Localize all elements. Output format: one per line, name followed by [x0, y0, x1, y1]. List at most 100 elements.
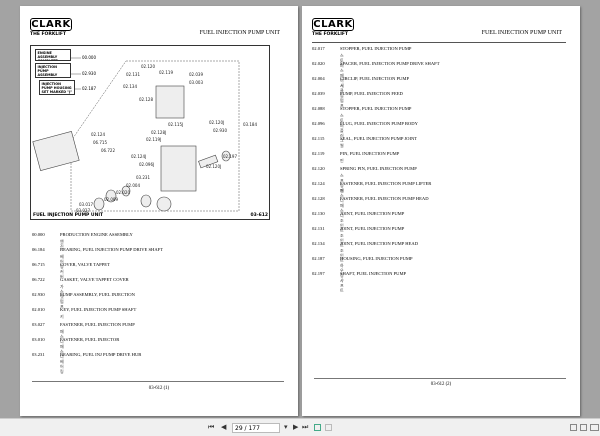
- part-description: FASTENER, FUEL INJECTION PUMP: [60, 322, 135, 327]
- page-number-input[interactable]: 29 / 177: [232, 423, 280, 433]
- part-number: 02.124: [312, 181, 325, 186]
- part-korean-name: 스토퍼: [340, 53, 344, 68]
- callout: 03.003: [189, 80, 203, 85]
- part-korean-name: 서클립: [340, 83, 344, 98]
- part-description: FASTENER, FUEL INJECTOR: [60, 337, 120, 342]
- part-description: JOINT, FUEL INJECTION PUMP HEAD: [340, 241, 419, 246]
- part-description: STOPPER, FUEL INJECTION PUMP: [340, 46, 412, 51]
- part-number: 02.134: [312, 241, 325, 246]
- part-korean-name: 베어링: [60, 359, 64, 374]
- part-number: 02.004: [312, 76, 325, 81]
- callout: 03.027: [76, 208, 90, 213]
- part-korean-name: 샤프트: [340, 278, 344, 293]
- part-number: 03.010: [32, 337, 45, 342]
- continuous-view-icon[interactable]: [580, 424, 587, 431]
- part-number: 02.930: [32, 292, 45, 297]
- part-description: JOINT, FUEL INJECTION PUMP: [340, 211, 405, 216]
- part-korean-name: 베어링: [60, 254, 64, 269]
- previous-page-button[interactable]: ◀: [221, 423, 227, 431]
- legend-code: 02.187: [82, 86, 96, 91]
- part-korean-name: 조인트: [340, 218, 344, 233]
- part-number: 06.715: [32, 262, 45, 267]
- part-number: 02.088: [312, 106, 325, 111]
- part-korean-name: 패스너: [60, 344, 64, 359]
- first-page-button[interactable]: ⏮: [208, 423, 215, 431]
- callout: 06.715: [93, 140, 107, 145]
- two-page-view-icon[interactable]: [590, 424, 599, 431]
- part-description: PLUG, FUEL INJECTION PUMP BODY: [340, 121, 418, 126]
- diagram-callouts: 02.120 02.131 02.119 02.039 03.003 02.13…: [76, 64, 257, 213]
- part-korean-name: 패스너: [340, 188, 344, 203]
- part-number: 06.184: [32, 247, 45, 252]
- callout: 02.128J: [151, 130, 166, 135]
- part-korean-name: 하우징: [340, 263, 344, 278]
- viewer-toolbar: ⏮ ◀ 29 / 177 ▾ ▶ ⏭: [0, 418, 600, 436]
- callout: 02.120: [141, 64, 155, 69]
- paste-icon[interactable]: [325, 424, 332, 431]
- part-number: 02.115: [312, 136, 325, 141]
- part-description: HOUSING, FUEL INJECTION PUMP: [340, 256, 413, 261]
- page-footer: 03-612 (2): [430, 382, 452, 387]
- callout: 02.124: [91, 132, 105, 137]
- diagram-code: 03-612: [250, 213, 268, 218]
- callout: 02.119J: [146, 137, 161, 142]
- part-korean-name: 커버: [60, 269, 64, 279]
- part-korean-name: 패스너: [60, 329, 64, 344]
- footer-divider: [32, 381, 284, 382]
- part-description: SEAL, FUEL INJECTION PUMP JOINT: [340, 136, 418, 141]
- part-number: 00.000: [32, 232, 45, 237]
- callout: 02.115J: [168, 122, 183, 127]
- part-korean-name: 엔진: [60, 239, 64, 249]
- part-description: GASKET, VALVE TAPPET COVER: [60, 277, 129, 282]
- part-description: SPACER, FUEL INJECTION PUMP DRIVE SHAFT: [340, 61, 440, 66]
- callout: 02.120J: [206, 164, 221, 169]
- part-number: 02.119: [312, 151, 325, 156]
- callout: 03.184: [243, 122, 257, 127]
- header-divider: [312, 42, 566, 43]
- callout: 02.930: [213, 128, 227, 133]
- part-number: 02.096: [312, 121, 325, 126]
- part-number: 03.027: [32, 322, 45, 327]
- part-description: FASTENER, FUEL INJECTION PUMP HEAD: [340, 196, 429, 201]
- copy-icon[interactable]: [314, 424, 321, 431]
- callout: 03.231: [136, 175, 150, 180]
- single-page-view-icon[interactable]: [570, 424, 577, 431]
- callout: 02.020: [116, 190, 130, 195]
- part-description: CIRCLIP, FUEL INJECTION PUMP: [340, 76, 409, 81]
- part-korean-name: 조인트: [340, 233, 344, 248]
- part-number: 02.130: [312, 211, 325, 216]
- part-number: 06.722: [32, 277, 45, 282]
- callout: 02.039: [189, 72, 203, 77]
- part-korean-name: 가스켓: [60, 284, 64, 299]
- part-description: STOPPER, FUEL INJECTION PUMP: [340, 106, 412, 111]
- part-korean-name: 펌프: [60, 299, 64, 309]
- callout: 02.096J: [139, 162, 154, 167]
- part-korean-name: 핀: [340, 158, 344, 163]
- part-number: 02.017: [312, 46, 325, 51]
- page-dropdown-button[interactable]: ▾: [284, 423, 288, 431]
- part-description: BEARING, FUEL INJ PUMP DRIVE HUB: [60, 352, 142, 357]
- part-description: BEARING, FUEL INJECTION PUMP DRIVE SHAFT: [60, 247, 164, 252]
- next-page-button[interactable]: ▶: [293, 423, 299, 431]
- callout: 06.722: [101, 148, 115, 153]
- part-description: PUMP, FUEL INJECTION FEED: [340, 91, 403, 96]
- part-description: COVER, VALVE TAPPET: [60, 262, 110, 267]
- callout: 03.017: [79, 202, 93, 207]
- part-description: JOINT, FUEL INJECTION PUMP: [340, 226, 405, 231]
- last-page-button[interactable]: ⏭: [302, 423, 309, 431]
- part-korean-name: 스프링핀: [340, 173, 344, 193]
- part-korean-name: 스페이서: [340, 68, 344, 88]
- page-footer: 03-612 (1): [148, 386, 170, 391]
- diagram-caption: FUEL INJECTION PUMP UNIT: [33, 213, 104, 218]
- part-korean-name: 플러그: [340, 128, 344, 143]
- callout: 02.119: [159, 70, 173, 75]
- footer-divider: [314, 378, 566, 379]
- part-korean-name: 펌프: [340, 98, 344, 108]
- diagram-svg: 02.120 02.131 02.119 02.039 03.003 02.13…: [32, 57, 257, 213]
- callout: 02.128: [139, 97, 153, 102]
- part-description: PRODUCTION ENGINE ASSEMBLY: [60, 232, 133, 237]
- part-number: 02.120: [312, 166, 325, 171]
